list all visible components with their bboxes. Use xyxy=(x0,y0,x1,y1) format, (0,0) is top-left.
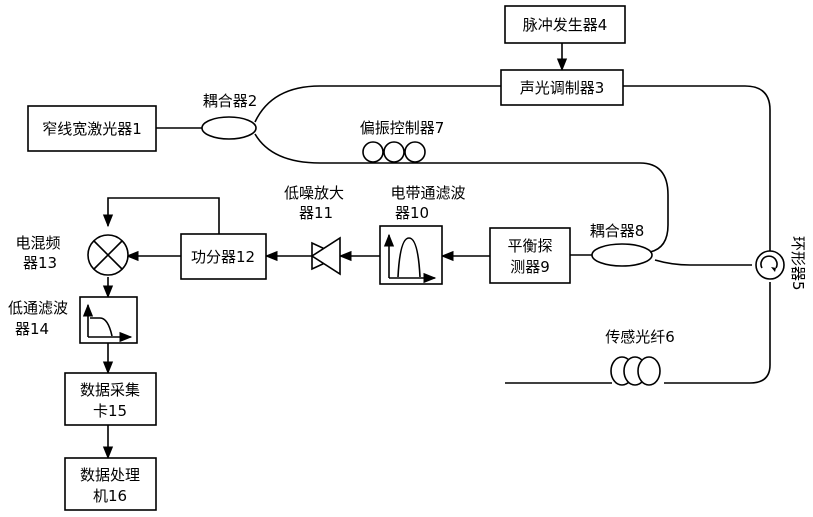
polarization-controller: 偏振控制器7 xyxy=(360,119,445,162)
mixer: 电混频 器13 xyxy=(15,234,128,275)
sensing-fiber-label: 传感光纤6 xyxy=(605,328,675,346)
lowpass-filter-label-2: 器14 xyxy=(15,320,49,338)
lna-label-2: 器11 xyxy=(299,204,333,222)
bandpass-filter: 电带通滤波 器10 xyxy=(380,184,466,284)
laser-label: 窄线宽激光器1 xyxy=(42,120,142,138)
pulse-generator-box: 脉冲发生器4 xyxy=(505,6,625,43)
daq-label-2: 卡15 xyxy=(93,402,127,420)
lowpass-filter: 低通滤波 器14 xyxy=(8,297,137,343)
balanced-detector-label-1: 平衡探 xyxy=(507,237,552,255)
balanced-detector-box: 平衡探 测器9 xyxy=(490,228,570,283)
power-splitter-box: 功分器12 xyxy=(181,234,266,279)
aom-box: 声光调制器3 xyxy=(501,70,623,105)
pulse-generator-label: 脉冲发生器4 xyxy=(523,16,608,34)
lowpass-filter-label-1: 低通滤波 xyxy=(8,299,68,317)
data-processor-label-1: 数据处理 xyxy=(80,466,140,484)
lna-label-1: 低噪放大 xyxy=(284,184,344,202)
bandpass-filter-label-1: 电带通滤波 xyxy=(390,184,465,202)
daq-label-1: 数据采集 xyxy=(80,381,140,399)
polarization-controller-label: 偏振控制器7 xyxy=(360,119,445,137)
mixer-label-1: 电混频 xyxy=(15,234,60,252)
coupler-2-label: 耦合器2 xyxy=(203,92,258,110)
aom-label: 声光调制器3 xyxy=(520,79,605,97)
data-processor-label-2: 机16 xyxy=(93,487,127,505)
power-splitter-label: 功分器12 xyxy=(191,248,255,266)
circulator: 环形器5 xyxy=(756,236,807,291)
balanced-detector-label-2: 测器9 xyxy=(510,258,550,276)
coupler-8: 耦合器8 xyxy=(590,222,652,266)
coupler-2: 耦合器2 xyxy=(202,92,257,139)
coupler-8-label: 耦合器8 xyxy=(590,222,645,240)
sensing-fiber: 传感光纤6 xyxy=(605,328,675,385)
data-processor-box: 数据处理 机16 xyxy=(65,458,156,510)
bandpass-filter-label-2: 器10 xyxy=(395,204,429,222)
daq-box: 数据采集 卡15 xyxy=(65,373,156,425)
circulator-label: 环形器5 xyxy=(789,236,807,291)
mixer-label-2: 器13 xyxy=(23,254,57,272)
low-noise-amplifier: 低噪放大 器11 xyxy=(284,184,344,274)
laser-box: 窄线宽激光器1 xyxy=(28,106,156,151)
